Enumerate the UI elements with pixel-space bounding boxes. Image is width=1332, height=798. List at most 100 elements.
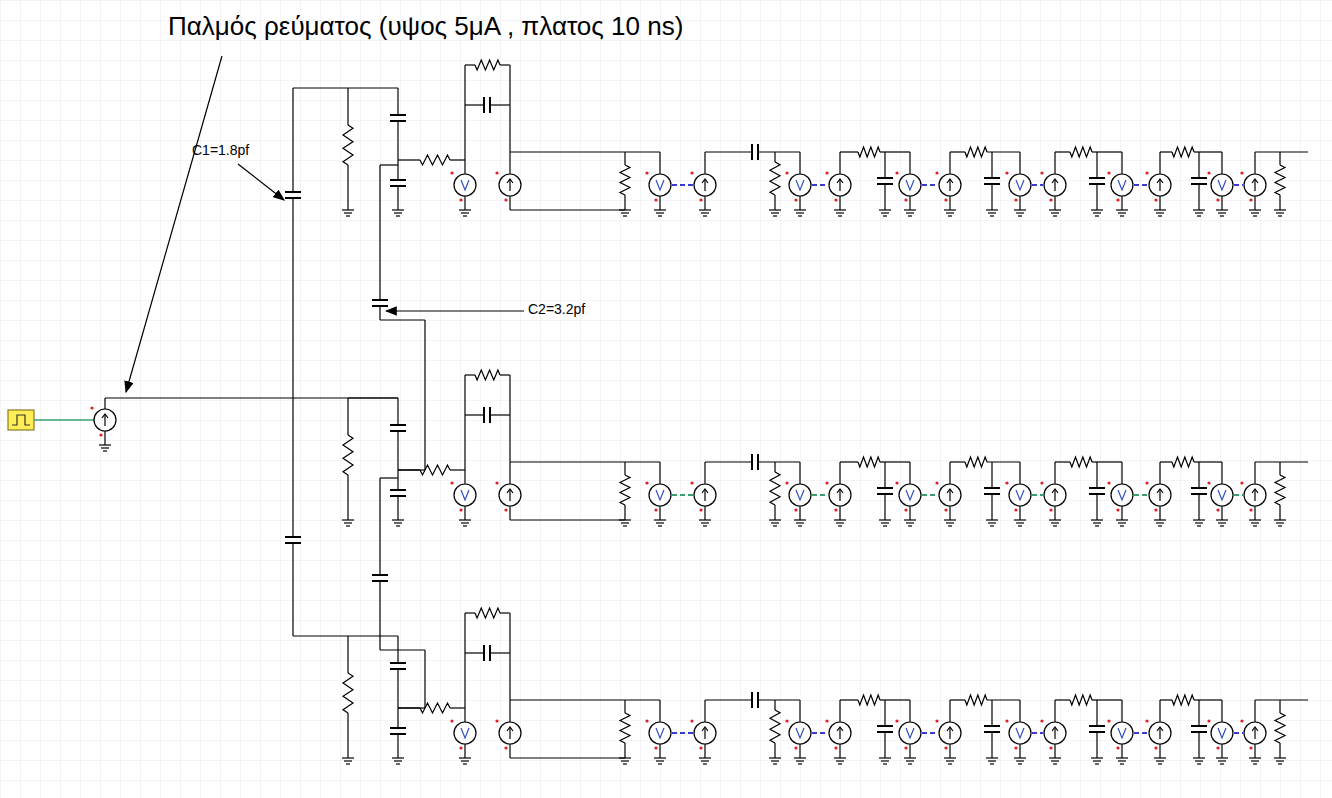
pin-dot bbox=[459, 508, 462, 511]
wire bbox=[464, 196, 465, 210]
wire bbox=[509, 375, 510, 484]
wire bbox=[1054, 700, 1055, 722]
wire bbox=[293, 635, 348, 636]
ground-symbol bbox=[769, 209, 781, 210]
ground-symbol bbox=[1216, 757, 1228, 758]
current-source-symbol bbox=[939, 722, 961, 744]
ground-symbol bbox=[836, 522, 844, 523]
pin-dot bbox=[495, 481, 498, 484]
wire bbox=[104, 398, 105, 409]
wire bbox=[1019, 700, 1020, 722]
wire bbox=[450, 469, 465, 470]
wire bbox=[839, 700, 840, 722]
ground-symbol bbox=[1278, 763, 1282, 764]
ground-symbol bbox=[103, 450, 107, 451]
wire bbox=[624, 462, 625, 475]
pin-dot bbox=[825, 719, 828, 722]
ground-symbol bbox=[99, 444, 111, 445]
wire bbox=[397, 496, 398, 520]
capacitor-symbol bbox=[1191, 177, 1207, 179]
pin-dot bbox=[690, 481, 693, 484]
current-source-symbol bbox=[1054, 180, 1055, 191]
wire bbox=[490, 414, 510, 415]
ground-symbol bbox=[771, 212, 779, 213]
capacitor-symbol bbox=[390, 662, 406, 664]
wire bbox=[1055, 151, 1070, 152]
wire bbox=[1254, 462, 1255, 484]
ground-symbol bbox=[834, 519, 846, 520]
ground-symbol bbox=[394, 212, 402, 213]
current-source-symbol bbox=[507, 179, 513, 183]
wire bbox=[379, 306, 380, 320]
wire bbox=[398, 159, 420, 160]
pin-dot bbox=[1049, 508, 1052, 511]
ground-symbol bbox=[1274, 519, 1286, 520]
resistor-symbol bbox=[1172, 147, 1194, 157]
voltmeter-symbol bbox=[454, 722, 476, 744]
ground-symbol bbox=[948, 763, 952, 764]
pin-dot bbox=[1040, 719, 1043, 722]
ground-symbol bbox=[881, 760, 889, 761]
wire bbox=[380, 477, 398, 478]
wire bbox=[839, 196, 840, 210]
ground-symbol bbox=[1216, 209, 1228, 210]
wire bbox=[624, 195, 625, 210]
pin-dot bbox=[834, 746, 837, 749]
voltmeter-symbol bbox=[649, 484, 671, 506]
pin-dot bbox=[90, 406, 93, 409]
current-source-symbol bbox=[1159, 728, 1160, 739]
capacitor-symbol bbox=[877, 177, 893, 179]
voltmeter-symbol bbox=[454, 484, 476, 506]
ground-symbol bbox=[834, 757, 846, 758]
wire bbox=[1254, 700, 1255, 722]
probe-link bbox=[1032, 732, 1043, 734]
current-source-symbol bbox=[1254, 180, 1255, 191]
ground-symbol bbox=[1251, 522, 1259, 523]
ground-symbol bbox=[342, 209, 354, 210]
voltmeter-symbol bbox=[899, 722, 921, 744]
wire bbox=[705, 699, 752, 700]
ground-symbol bbox=[1276, 212, 1284, 213]
ground-symbol bbox=[1220, 525, 1224, 526]
ground-symbol bbox=[699, 209, 711, 210]
wire bbox=[839, 506, 840, 520]
wire bbox=[1159, 462, 1160, 484]
pin-dot bbox=[1216, 508, 1219, 511]
wire bbox=[1194, 461, 1222, 462]
wire bbox=[704, 744, 705, 758]
capacitor-symbol bbox=[483, 407, 485, 423]
wire bbox=[1121, 744, 1122, 758]
wire bbox=[490, 104, 510, 105]
wire bbox=[1159, 700, 1160, 722]
wire bbox=[705, 461, 752, 462]
wire bbox=[624, 743, 625, 758]
pin-dot bbox=[794, 508, 797, 511]
pin-dot bbox=[794, 746, 797, 749]
current-source-symbol bbox=[1244, 484, 1266, 506]
pin-dot bbox=[690, 171, 693, 174]
wire bbox=[1160, 151, 1172, 152]
ground-symbol bbox=[881, 522, 889, 523]
ground-symbol bbox=[623, 215, 627, 216]
wire bbox=[839, 152, 840, 174]
ground-symbol bbox=[658, 763, 662, 764]
voltmeter-symbol bbox=[1118, 490, 1126, 500]
current-source-symbol bbox=[1159, 490, 1160, 501]
wire bbox=[704, 506, 705, 520]
pin-dot bbox=[645, 171, 648, 174]
ground-symbol bbox=[773, 525, 777, 526]
wire bbox=[884, 494, 885, 520]
wire bbox=[1198, 462, 1199, 488]
wire bbox=[799, 196, 800, 210]
wire bbox=[490, 652, 510, 653]
pin-dot bbox=[450, 171, 453, 174]
wire bbox=[624, 700, 625, 713]
ground-symbol bbox=[988, 522, 996, 523]
pin-dot bbox=[1145, 481, 1148, 484]
wire bbox=[380, 649, 425, 650]
capacitor-symbol bbox=[877, 487, 893, 489]
wire bbox=[1279, 195, 1280, 210]
pin-dot bbox=[785, 719, 788, 722]
capacitor-symbol bbox=[984, 725, 1000, 727]
